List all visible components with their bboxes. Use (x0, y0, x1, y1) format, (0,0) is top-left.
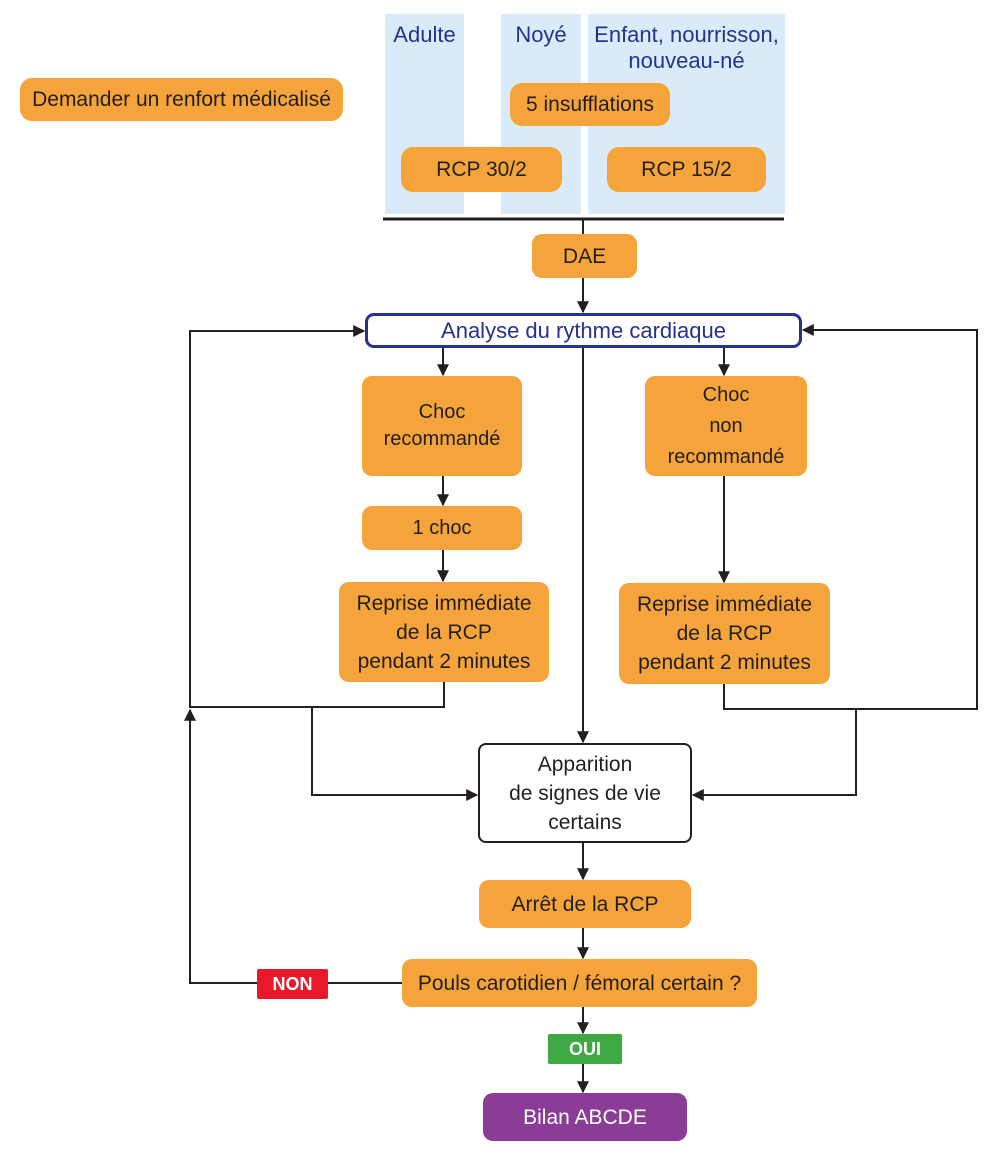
node-reprise-rcp-right: Reprise immédiate de la RCP pendant 2 mi… (619, 583, 830, 684)
node-choc-non-recommande: Choc non recommandé (645, 376, 807, 476)
node-pouls-carotidien: Pouls carotidien / fémoral certain ? (402, 959, 757, 1007)
node-rcp-30-2: RCP 30/2 (401, 147, 562, 192)
node-bilan-abcde: Bilan ABCDE (483, 1093, 687, 1141)
node-dae: DAE (532, 234, 637, 278)
column-noye-label: Noyé (515, 22, 567, 47)
connector-reprise-left-loop-to-analyse (189, 325, 445, 708)
connector-reprise-right-loop-to-analyse (723, 324, 978, 710)
connector-non-loop-up (184, 708, 402, 984)
node-demander-renfort: Demander un renfort médicalisé (20, 78, 343, 121)
connector-left-branch-to-apparition (311, 707, 479, 801)
label-oui: OUI (548, 1034, 622, 1064)
label-non: NON (257, 969, 328, 999)
node-rcp-15-2: RCP 15/2 (607, 147, 766, 192)
column-adulte-label: Adulte (393, 22, 456, 47)
node-choc-recommande: Choc recommandé (362, 376, 522, 476)
column-enfant-label: Enfant, nourrisson, nouveau-né (594, 22, 779, 73)
node-un-choc: 1 choc (362, 506, 522, 550)
node-analyse-rythme: Analyse du rythme cardiaque (365, 313, 802, 348)
node-apparition-signes-vie: Apparition de signes de vie certains (478, 743, 692, 843)
node-5-insufflations: 5 insufflations (510, 83, 670, 126)
connector-right-branch-to-apparition (691, 709, 857, 801)
node-reprise-rcp-left: Reprise immédiate de la RCP pendant 2 mi… (339, 582, 549, 682)
node-arret-rcp: Arrêt de la RCP (479, 880, 691, 928)
